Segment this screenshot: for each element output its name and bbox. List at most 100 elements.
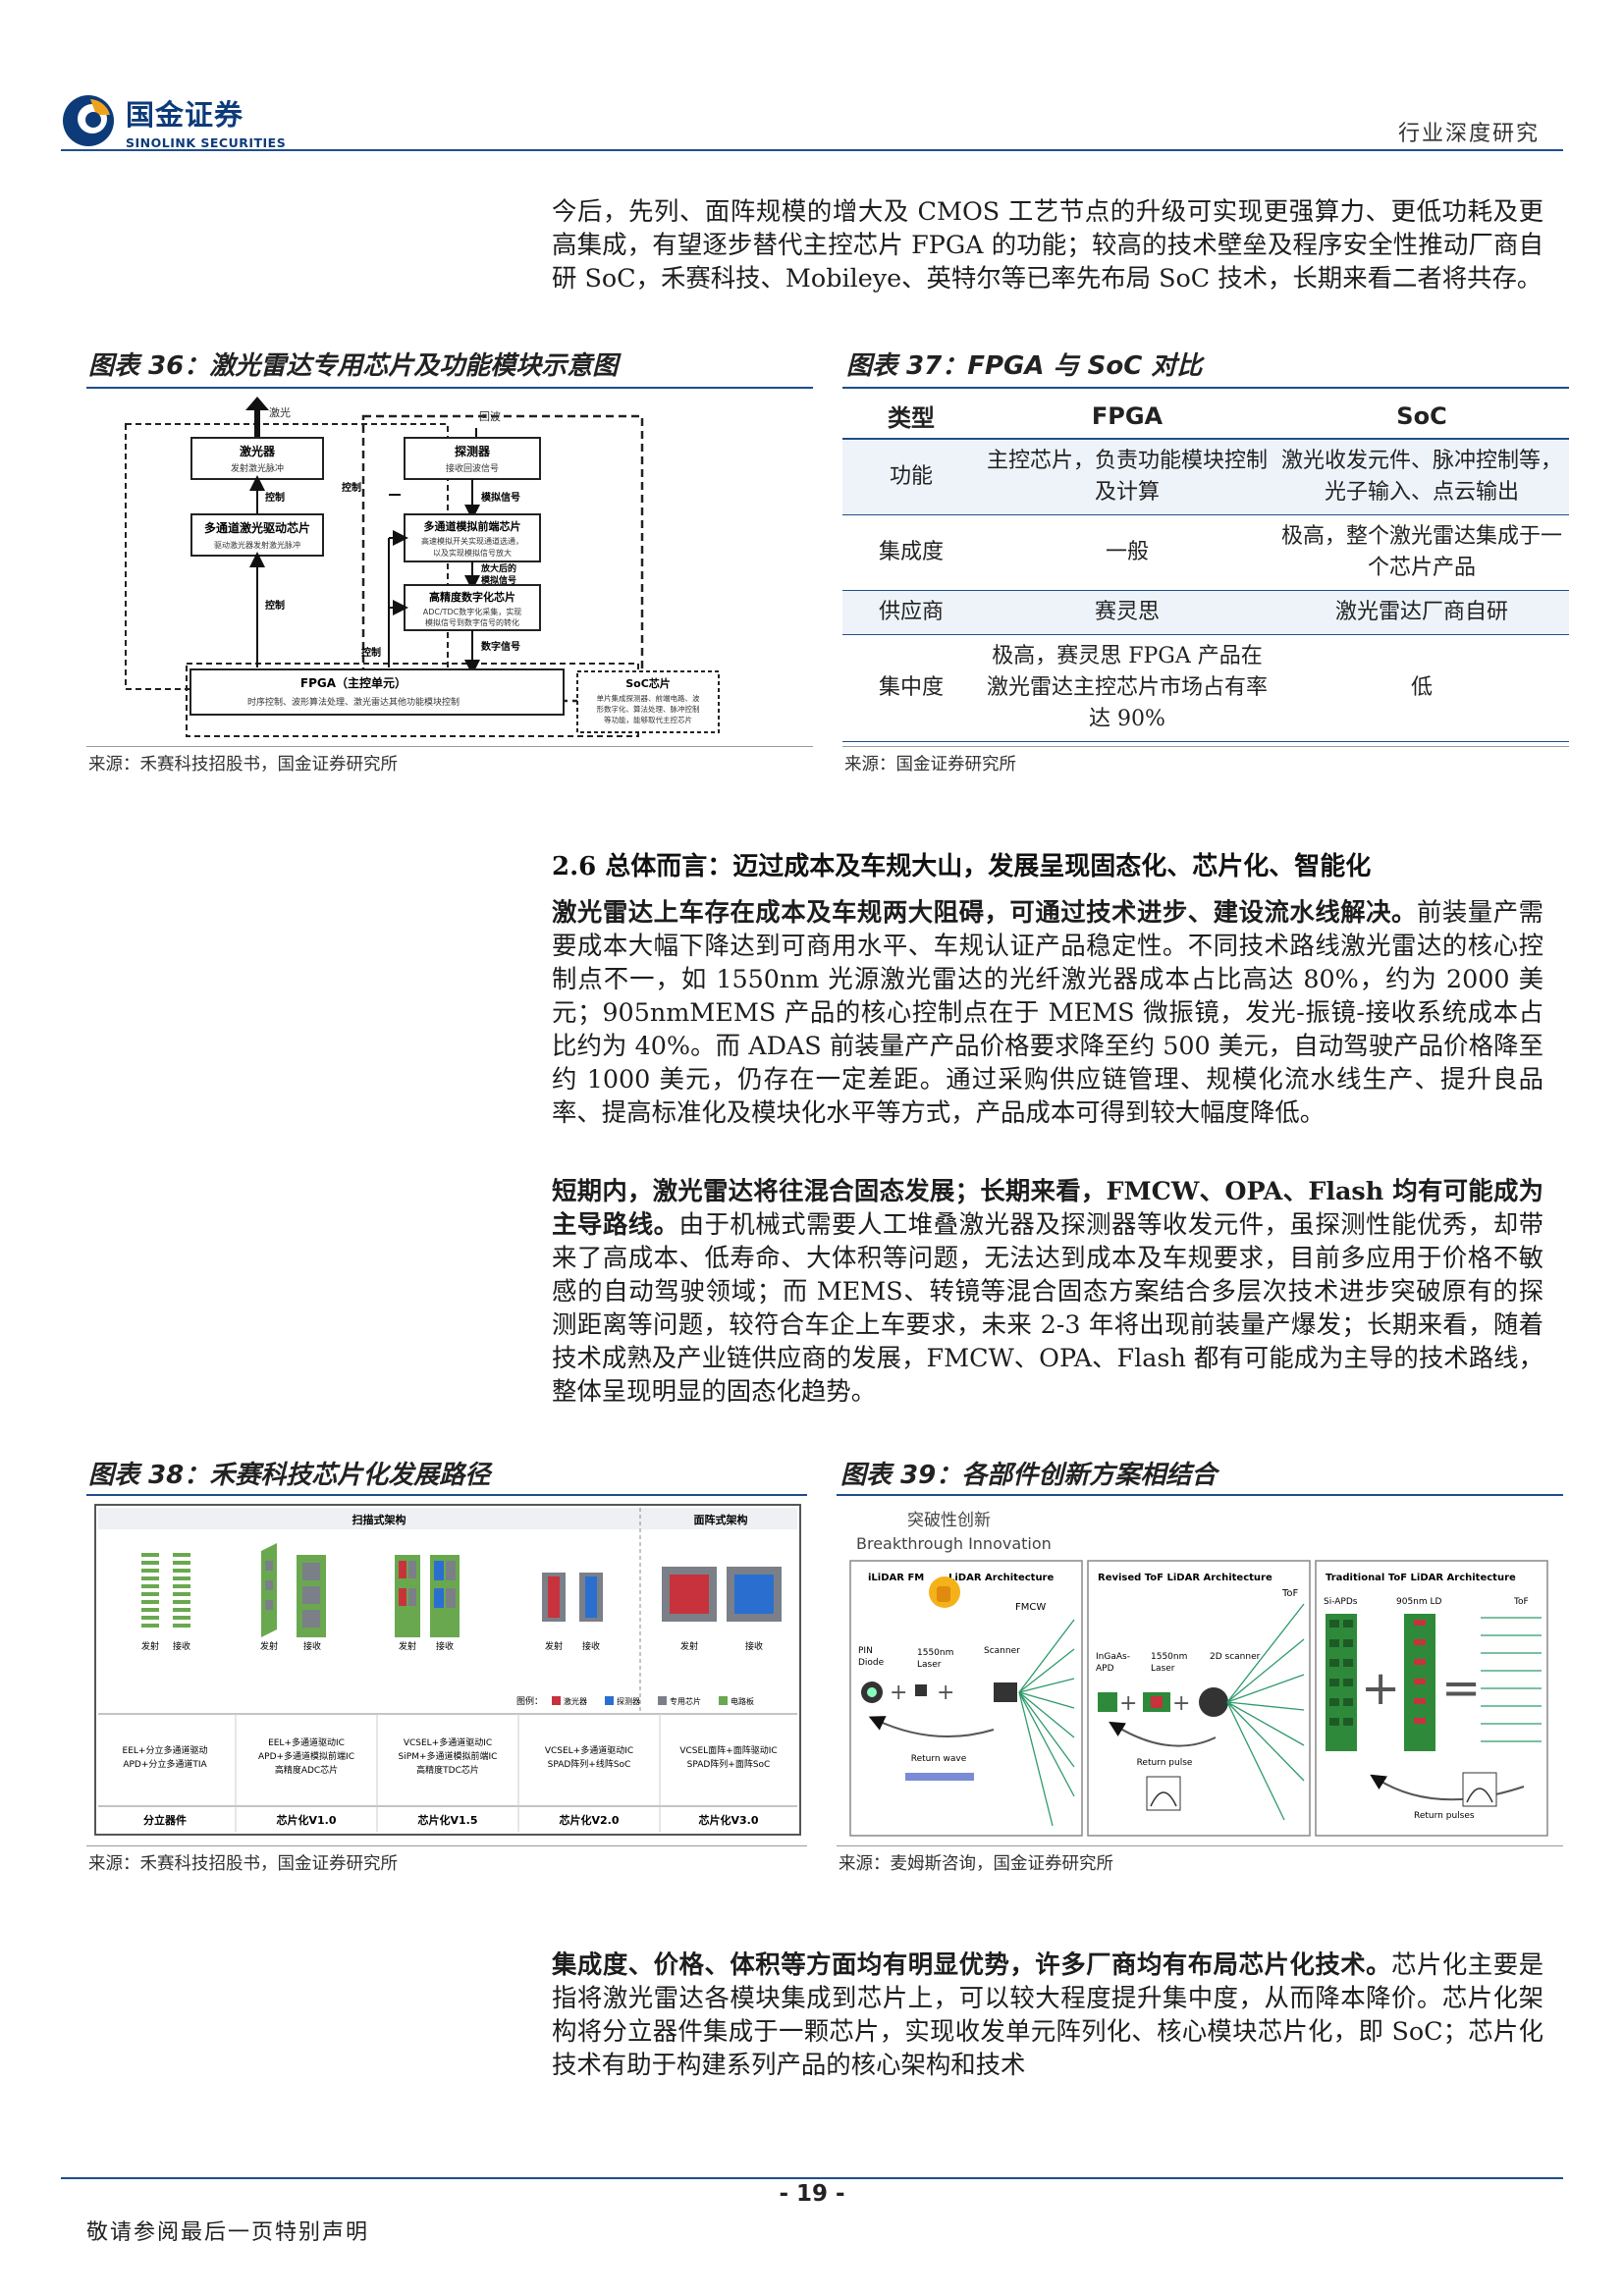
fig38-stage3-desc1: VCSEL+多通道驱动IC: [404, 1736, 492, 1748]
fig39-panel3-title: Traditional ToF LiDAR Architecture: [1326, 1573, 1516, 1583]
table-cell: 赛灵思: [980, 590, 1274, 635]
table-row: 集成度 一般 极高，整个激光雷达集成于一个芯片产品: [842, 514, 1569, 591]
svg-text:+: +: [890, 1681, 907, 1705]
table-header-soc: SoC: [1274, 394, 1569, 440]
fig36-laser-label: 激光: [269, 405, 291, 419]
fig36-afe-title: 多通道模拟前端芯片: [424, 519, 521, 533]
fig36-afe-sub1: 高速模拟开关实现通道选通，: [421, 536, 523, 546]
paragraph-1-body: 前装量产需要成本大幅下降达到可商用水平、车规认证产品稳定性。不同技术路线激光雷达…: [552, 897, 1544, 1127]
fig39-panel3-c1: Si-APDs: [1324, 1597, 1358, 1607]
table-row: 集中度 极高，赛灵思 FPGA 产品在激光雷达主控芯片市场占有率达 90% 低: [842, 634, 1569, 742]
fig36-soc-title: SoC芯片: [625, 676, 671, 690]
fig38-stage3-name: 芯片化V1.5: [418, 1813, 478, 1827]
fig37-source: 来源：国金证券研究所: [844, 755, 1016, 774]
table-cell: 激光收发元件、脉冲控制等，光子输入、点云输出: [1274, 439, 1569, 515]
closing-body: 芯片化主要是指将激光雷达各模块集成到芯片上，可以较大程度提升集中度，从而降本降价…: [552, 1949, 1544, 2079]
table-header-row: 类型 FPGA SoC: [842, 394, 1569, 440]
svg-text:+: +: [937, 1681, 954, 1705]
fig38-stage5-graphic: 发射 接收: [662, 1567, 782, 1652]
fig39-panel2-c3: 2D scanner: [1210, 1652, 1261, 1662]
table-cell: 集成度: [842, 514, 980, 591]
fig38-rx-label: 接收: [173, 1640, 190, 1652]
fig36-control3: 控制: [361, 646, 381, 659]
paragraph-2-lead: 短期内，激光雷达将往混合固态发展；长期来看，FMCW、OPA、Flash 均有可…: [552, 1176, 1543, 1239]
table-cell: 激光雷达厂商自研: [1274, 590, 1569, 635]
fig36-soc-sub3: 等功能，能够取代主控芯片: [604, 715, 692, 724]
fig38-stage1-name: 分立器件: [143, 1813, 187, 1827]
fig38-legend-laser: 激光器: [564, 1696, 587, 1706]
logo-name-en: SINOLINK SECURITIES: [126, 134, 287, 150]
fig39-panel1-c2b: Laser: [917, 1660, 942, 1670]
fig39-panel1-c1b: Diode: [858, 1658, 885, 1668]
table-cell: 集中度: [842, 634, 980, 742]
fig38-stage4-name: 芯片化V2.0: [560, 1813, 620, 1827]
fig38-stage2-desc1: EEL+多通道驱动IC: [268, 1736, 345, 1748]
fig38-stage4-graphic: 发射 接收: [542, 1573, 603, 1652]
fig38-stage2-desc3: 高精度ADC芯片: [275, 1764, 338, 1776]
fig37-title: 图表 37：FPGA 与 SoC 对比: [846, 351, 1203, 381]
fig36-adc-sub2: 模拟信号到数字信号的转化: [425, 617, 519, 627]
fpga-soc-comparison-table: 类型 FPGA SoC 功能 主控芯片，负责功能模块控制及计算 激光收发元件、脉…: [842, 394, 1569, 742]
paragraph-1-lead: 激光雷达上车存在成本及车规两大阻碍，可通过技术进步、建设流水线解决。: [552, 897, 1417, 927]
fig38-stage5-desc1: VCSEL面阵+面阵驱动IC: [679, 1744, 777, 1756]
fig38-rx-label: 接收: [303, 1640, 321, 1652]
fig38-stage5-name: 芯片化V3.0: [699, 1813, 759, 1827]
fig39-source-rule: [837, 1845, 1563, 1846]
fig36-emitter-title: 激光器: [240, 444, 276, 458]
fig38-stage3-desc2: SiPM+多通道模拟前端IC: [399, 1750, 498, 1762]
fig39-panel2-title: Revised ToF LiDAR Architecture: [1098, 1573, 1272, 1583]
fig36-afe-sub2: 以及实现模拟信号放大: [433, 548, 512, 558]
fig39-panel1-c3: Scanner: [984, 1646, 1020, 1656]
table-header-type: 类型: [842, 394, 980, 440]
fig38-legend-board: 电路板: [731, 1696, 754, 1706]
fig39-source: 来源：麦姆斯咨询，国金证券研究所: [839, 1854, 1113, 1874]
table-cell: 供应商: [842, 590, 980, 635]
fig38-stage2-name: 芯片化V1.0: [277, 1813, 337, 1827]
fig38-legend-label: 图例：: [516, 1695, 543, 1707]
fig39-panel-traditional-tof: Traditional ToF LiDAR Architecture Si-AP…: [1315, 1560, 1548, 1837]
fig39-panel3-c2: 905nm LD: [1396, 1597, 1442, 1607]
table-cell: 一般: [980, 514, 1274, 591]
fig38-stage2-graphic: 发射 接收: [260, 1543, 326, 1652]
fig36-soc-sub2: 形数字化、算法处理、脉冲控制: [597, 704, 700, 714]
fig39-panel2-ret: Return pulse: [1137, 1758, 1193, 1768]
fig39-panel-revised-tof: Revised ToF LiDAR Architecture ToF InGaA…: [1087, 1560, 1311, 1837]
fig39-panel3-c3: ToF: [1513, 1597, 1529, 1607]
fig36-diagram: 激光 回波 激光器 发射激光脉冲 探测器 接收回波信号 控制 多通道激光驱动芯片…: [88, 397, 815, 742]
fig36-title-rule: [86, 387, 813, 389]
fig38-legend-detector: 探测器: [617, 1696, 640, 1706]
intro-paragraph: 今后，先列、面阵规模的增大及 CMOS 工艺节点的升级可实现更强算力、更低功耗及…: [552, 196, 1543, 293]
sinolink-logo-icon: [61, 93, 116, 148]
fig38-stage1-desc1: EEL+分立多通道驱动: [123, 1744, 208, 1756]
fig38-rx-label: 接收: [745, 1640, 763, 1652]
thumbs-up-icon: [929, 1576, 960, 1608]
fig38-rx-label: 接收: [436, 1640, 454, 1652]
fig39-diagram: 突破性创新 Breakthrough Innovation iLiDAR FM …: [846, 1502, 1553, 1838]
fig39-panel3-ret: Return pulses: [1414, 1811, 1475, 1821]
section-paragraph-2: 短期内，激光雷达将往混合固态发展；长期来看，FMCW、OPA、Flash 均有可…: [552, 1174, 1543, 1408]
fig38-rx-label: 接收: [582, 1640, 600, 1652]
fig39-panel1-fmcw: FMCW: [1015, 1602, 1046, 1613]
fig39-panel-fmcw: iLiDAR FM LiDAR Architecture FMCW PIN Di…: [849, 1560, 1083, 1837]
fig38-stage4-desc2: SPAD阵列+线阵SoC: [548, 1758, 631, 1770]
fig37-source-rule: [842, 746, 1569, 747]
fig39-panel2-c2: 1550nm: [1151, 1652, 1187, 1662]
fig36-digital-signal: 数字信号: [481, 640, 520, 653]
fig38-tx-label: 发射: [545, 1640, 563, 1652]
logo-name-cn: 国金证券: [126, 97, 244, 132]
header-divider: [61, 149, 1563, 151]
paragraph-2-body: 由于机械式需要人工堆叠激光器及探测器等收发元件，虽探测性能优秀，却带来了高成本、…: [552, 1209, 1544, 1406]
fig39-panel1-c2: 1550nm: [917, 1648, 953, 1658]
fig36-adc-sub1: ADC/TDC数字化采集，实现: [423, 607, 522, 616]
svg-text:+: +: [1361, 1661, 1400, 1716]
fig39-heading-en: Breakthrough Innovation: [856, 1534, 1052, 1553]
table-cell: 低: [1274, 634, 1569, 742]
section-paragraph-1: 激光雷达上车存在成本及车规两大阻碍，可通过技术进步、建设流水线解决。前装量产需要…: [552, 895, 1543, 1129]
fig36-fpga-sub: 时序控制、波形算法处理、激光雷达其他功能模块控制: [247, 696, 460, 708]
table-row: 功能 主控芯片，负责功能模块控制及计算 激光收发元件、脉冲控制等，光子输入、点云…: [842, 439, 1569, 515]
fig38-stage1-desc2: APD+分立多通道TIA: [123, 1758, 207, 1770]
fig37-title-rule: [842, 387, 1569, 389]
fig39-panel1-ret: Return wave: [911, 1754, 967, 1764]
fig36-echo-label: 回波: [479, 410, 501, 423]
fig39-panel2-tof: ToF: [1281, 1588, 1299, 1599]
